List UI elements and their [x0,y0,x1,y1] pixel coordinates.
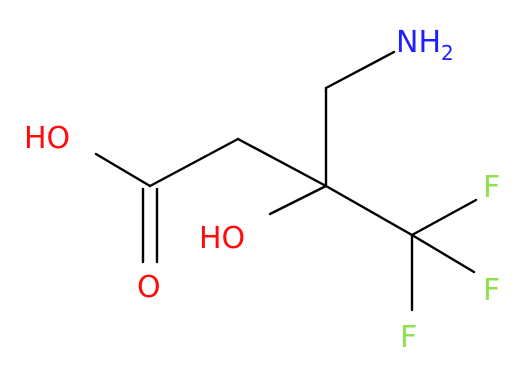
amine-main-text: NH [396,25,441,60]
bonds [94,50,478,312]
bond-c-f-right [410,233,476,274]
fluorine-right-label: F [483,273,500,308]
amine-label: NH2 [396,25,454,65]
atom-labels: NH2 HO O HO F F F [24,25,500,355]
fluorine-bottom-label: F [400,320,417,355]
amine-subscript: 2 [441,41,454,65]
bond-c2-c1 [148,137,240,188]
tertiary-hydroxyl-label: HO [199,221,245,256]
acid-hydroxyl-label: HO [24,121,70,156]
bond-c3-hydroxyl [268,184,328,216]
bond-c-f-top [410,198,478,237]
carbonyl-oxygen-label: O [137,270,161,305]
bond-c1-acid-oh [94,152,152,188]
bond-ch2-nh2 [324,50,396,90]
fluorine-top-label: F [483,170,500,205]
bond-c3-cf3 [324,184,414,237]
bond-c2-c3 [236,137,328,188]
